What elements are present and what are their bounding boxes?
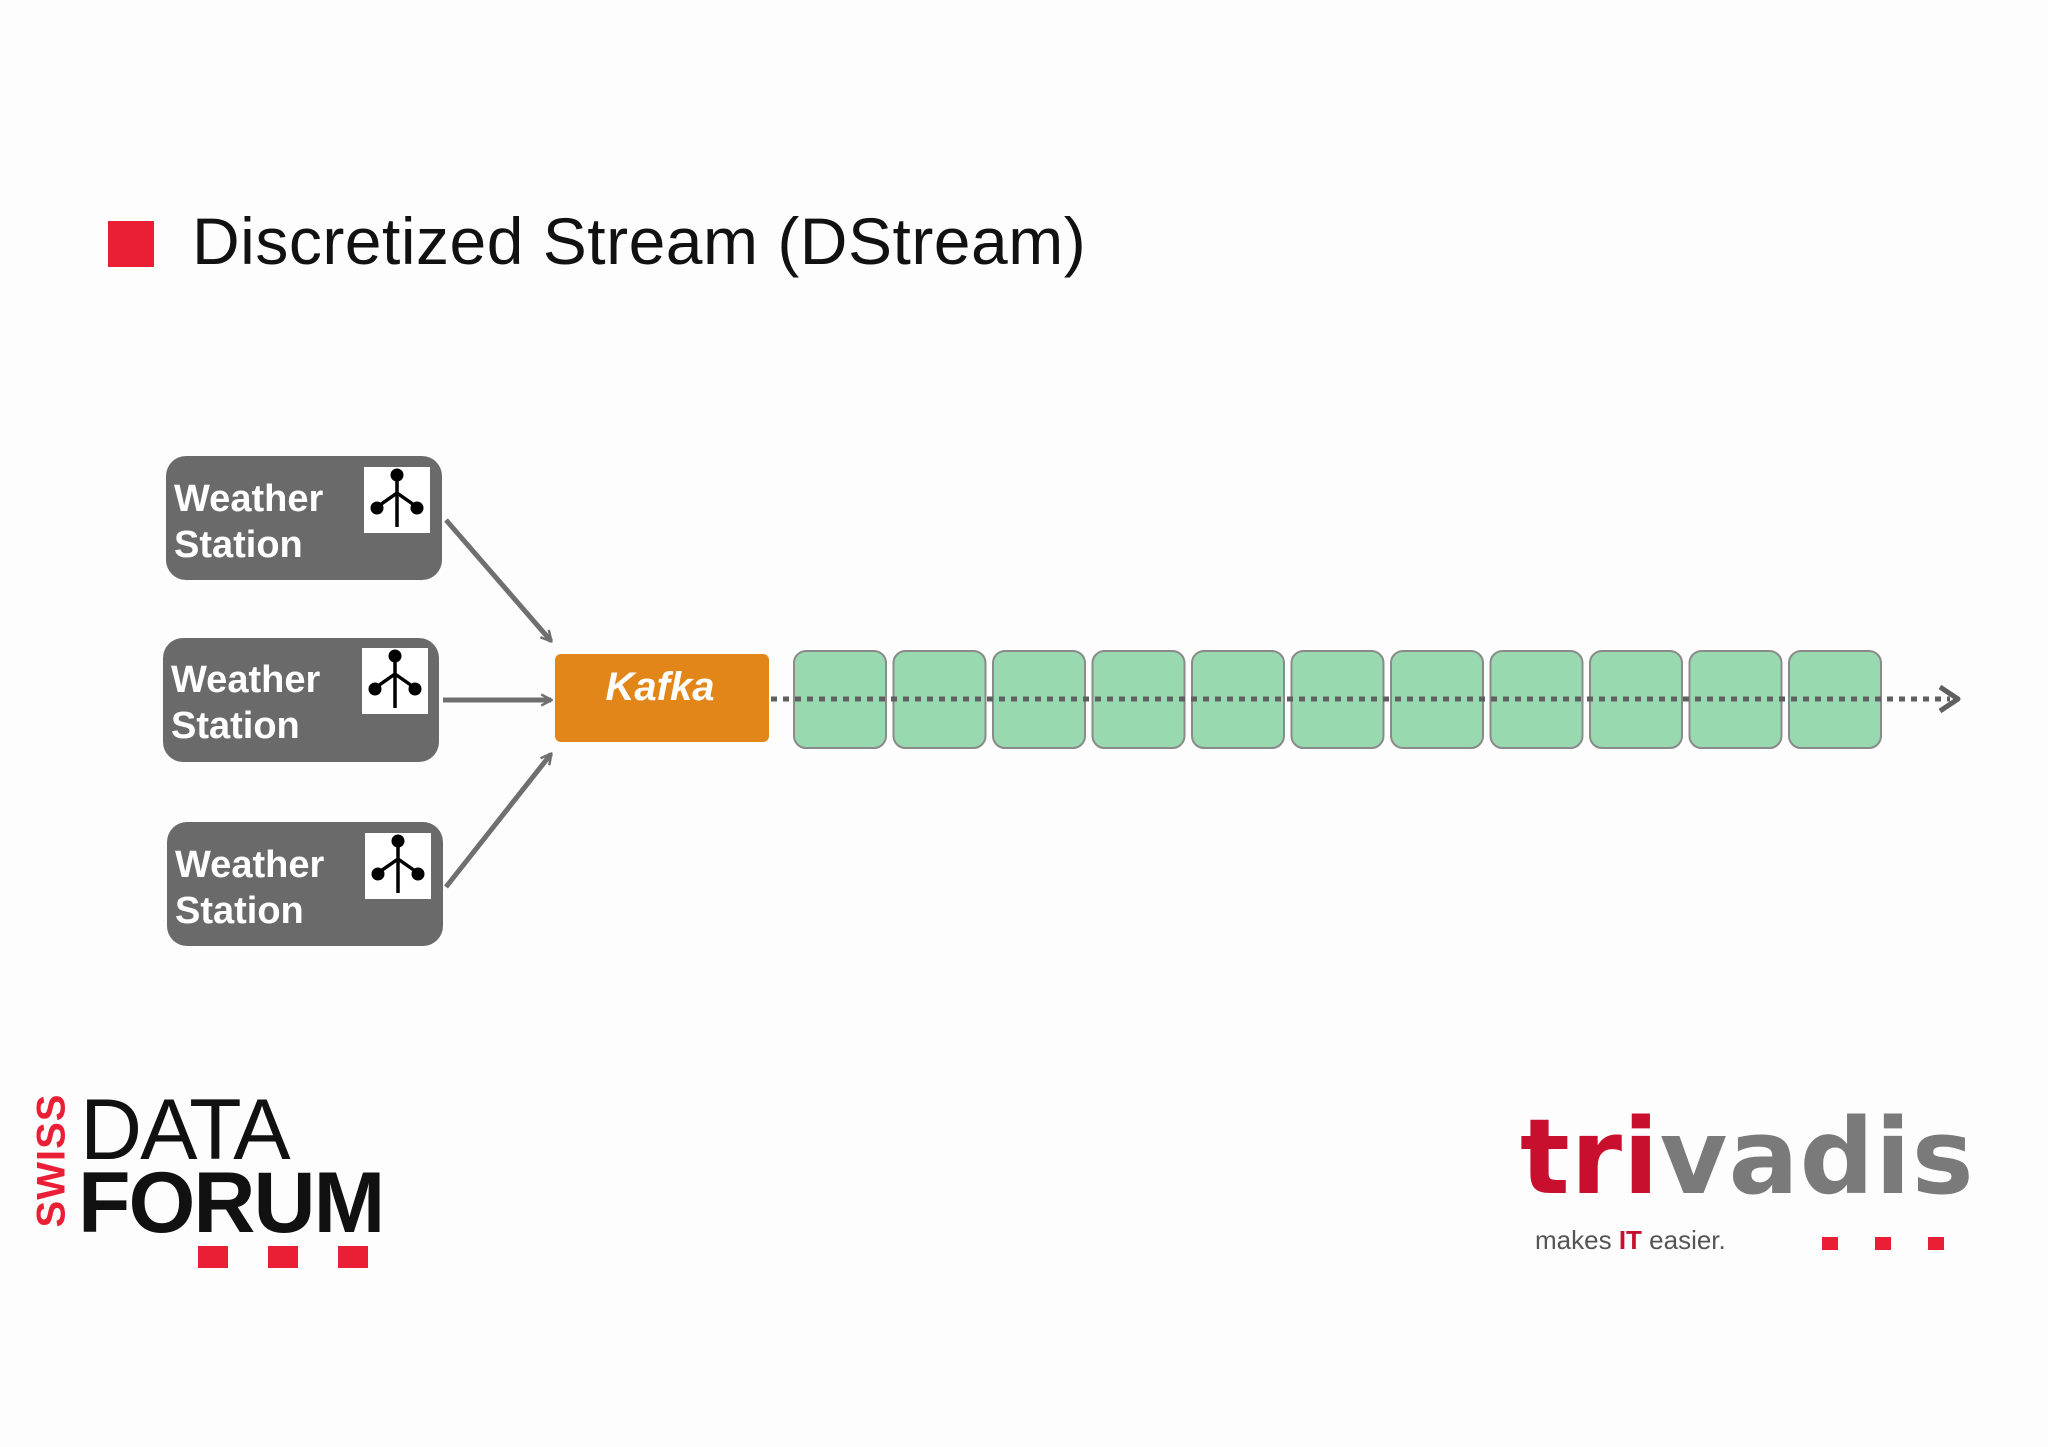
tagline-after: easier. (1641, 1225, 1726, 1255)
arrow-station1-to-kafka (444, 518, 553, 643)
station-label-line1: Weather (171, 659, 320, 701)
logo-swiss-text: SWISS (29, 1093, 74, 1228)
station-label-line2: Station (171, 705, 300, 747)
arrow-station3-to-kafka (444, 752, 553, 889)
logo-trivadis: trivadis (1520, 1105, 1975, 1209)
logo-right-dots (1822, 1237, 1944, 1250)
kafka-broker: Kafka (555, 654, 769, 742)
station-label-line1: Weather (175, 844, 324, 886)
weather-station-3: Weather Station (167, 822, 443, 946)
tagline-it: IT (1618, 1225, 1642, 1255)
weather-station-1: Weather Station (166, 456, 442, 580)
title-bullet (108, 221, 154, 267)
logo-data-text: DATA (80, 1082, 291, 1178)
kafka-label: Kafka (606, 665, 715, 709)
weather-station-2: Weather Station (163, 638, 439, 762)
stream-arrowhead (1938, 684, 1961, 714)
tagline-before: makes (1535, 1225, 1619, 1255)
station-label-line1: Weather (174, 478, 323, 520)
logo-forum-text: FORUM (78, 1155, 385, 1251)
weather-station-icon (364, 467, 430, 533)
station-label-line2: Station (175, 890, 304, 932)
station-label-line2: Station (174, 524, 303, 566)
logo-tagline: makes IT easier. (1535, 1225, 1726, 1256)
slide-title: Discretized Stream (DStream) (192, 204, 1087, 278)
batch-box (793, 650, 887, 749)
batch-box (1489, 650, 1584, 749)
weather-station-icon (365, 833, 431, 899)
logo-trivadis-part2: vadis (1659, 1096, 1975, 1218)
kafka-box (555, 654, 769, 742)
logo-left-dots (198, 1246, 368, 1268)
weather-station-icon (362, 648, 428, 714)
logo-trivadis-part1: tri (1520, 1096, 1660, 1218)
title-row: Discretized Stream (DStream) (108, 196, 1086, 286)
